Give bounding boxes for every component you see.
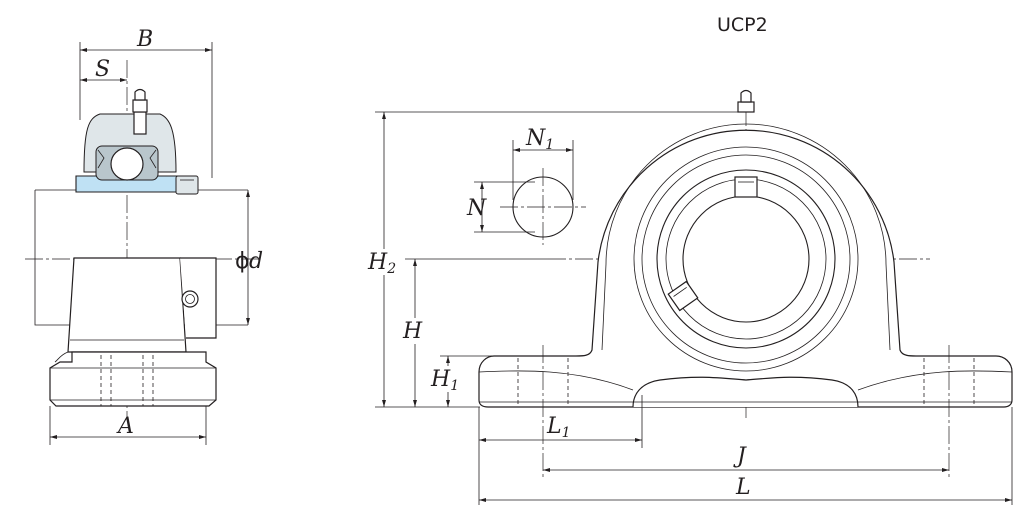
label-H-bg: [400, 318, 430, 344]
base-arch: [632, 376, 859, 408]
label-B: B: [136, 27, 153, 52]
foot-step-left: [478, 370, 634, 391]
label-H2-bg: [366, 249, 406, 275]
label-H: H: [402, 319, 423, 344]
bearing-ring-3: [656, 169, 836, 349]
side-pedestal: [67, 257, 187, 353]
grease-nipple-body: [133, 111, 147, 135]
set-screw-hex: [185, 294, 195, 304]
bearing-ring-2: [641, 154, 851, 364]
grease-nipple-hex: [132, 99, 148, 113]
label-H1-bg: [430, 366, 468, 392]
label-N1: N1: [525, 126, 554, 153]
grease-nipple-icon: [134, 88, 146, 101]
label-d: d: [249, 249, 263, 274]
label-H2: H2: [367, 250, 396, 277]
label-L: L: [735, 475, 751, 500]
housing-inner: [601, 123, 891, 351]
front-grease-base: [737, 101, 755, 113]
front-grease-icon: [740, 89, 752, 103]
side-seal-left: [97, 149, 105, 169]
label-N: N: [466, 196, 487, 221]
set-screw-icon: [181, 290, 199, 308]
label-A: A: [116, 414, 134, 439]
front-set-screw-side-line: [673, 286, 687, 297]
front-set-screw-top: [734, 176, 758, 198]
side-view: B S ϕ d A: [25, 27, 263, 445]
label-S: S: [95, 57, 110, 82]
side-bearing-ball: [110, 147, 144, 181]
label-J: J: [733, 444, 747, 469]
front-view: N1 N H2 H H1 L1 J L: [366, 89, 1013, 505]
front-set-screw-side: [667, 280, 699, 312]
diagram-title: UCP2: [717, 14, 768, 36]
label-L1: L1: [546, 414, 571, 441]
label-phi: ϕ: [235, 249, 250, 274]
side-collar-screw: [175, 175, 199, 195]
side-foot: [49, 351, 217, 407]
label-H1: H1: [430, 367, 459, 394]
housing-outline: [478, 129, 1013, 408]
bearing-ring-outer: [633, 146, 859, 372]
side-pedestal-lower-lines: [54, 339, 184, 363]
foot-step-right: [857, 370, 1013, 391]
side-seal-right: [149, 149, 157, 169]
